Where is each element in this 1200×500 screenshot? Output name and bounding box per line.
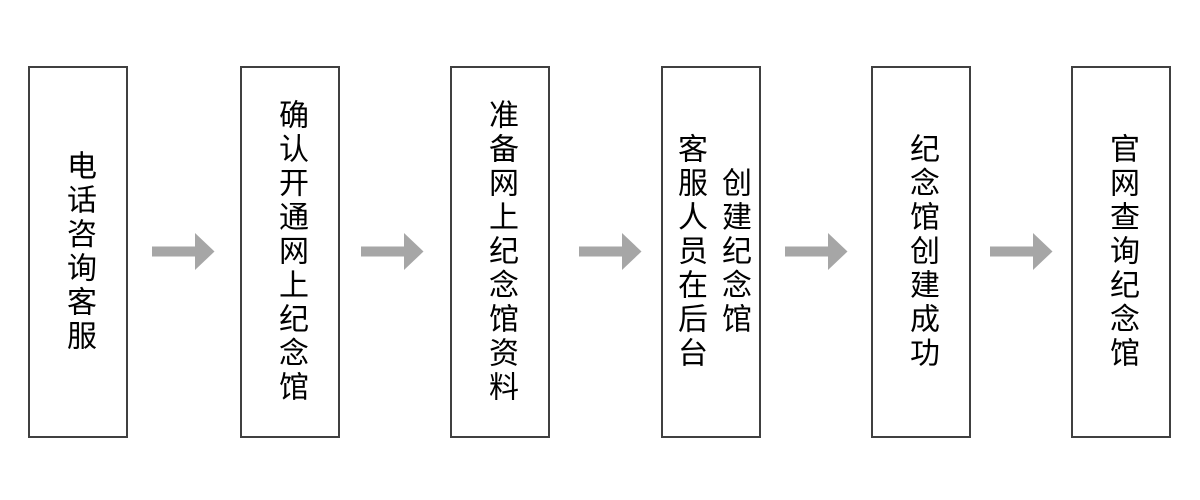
flow-step-prepare-materials: 准备网上纪念馆资料 <box>450 66 550 438</box>
flow-step-create-success: 纪念馆创建成功 <box>871 66 971 438</box>
arrow-right-icon <box>785 232 848 271</box>
arrow-right-icon <box>579 232 642 271</box>
flow-step-label: 客服人员在后台 创建纪念馆 <box>673 133 750 371</box>
flow-step-phone-consult: 电话咨询客服 <box>28 66 128 438</box>
flow-step-label: 官网查询纪念馆 <box>1105 133 1138 371</box>
flow-step-label: 纪念馆创建成功 <box>905 133 938 371</box>
flow-step-label: 电话咨询客服 <box>62 150 95 354</box>
flow-step-query-website: 官网查询纪念馆 <box>1071 66 1171 438</box>
flow-step-confirm-open: 确认开通网上纪念馆 <box>240 66 340 438</box>
flow-step-label: 确认开通网上纪念馆 <box>274 99 307 405</box>
arrow-right-icon <box>361 232 424 271</box>
arrow-right-icon <box>152 232 215 271</box>
flow-step-staff-create: 客服人员在后台 创建纪念馆 <box>661 66 761 438</box>
flow-step-label: 准备网上纪念馆资料 <box>484 99 517 405</box>
arrow-right-icon <box>990 232 1053 271</box>
